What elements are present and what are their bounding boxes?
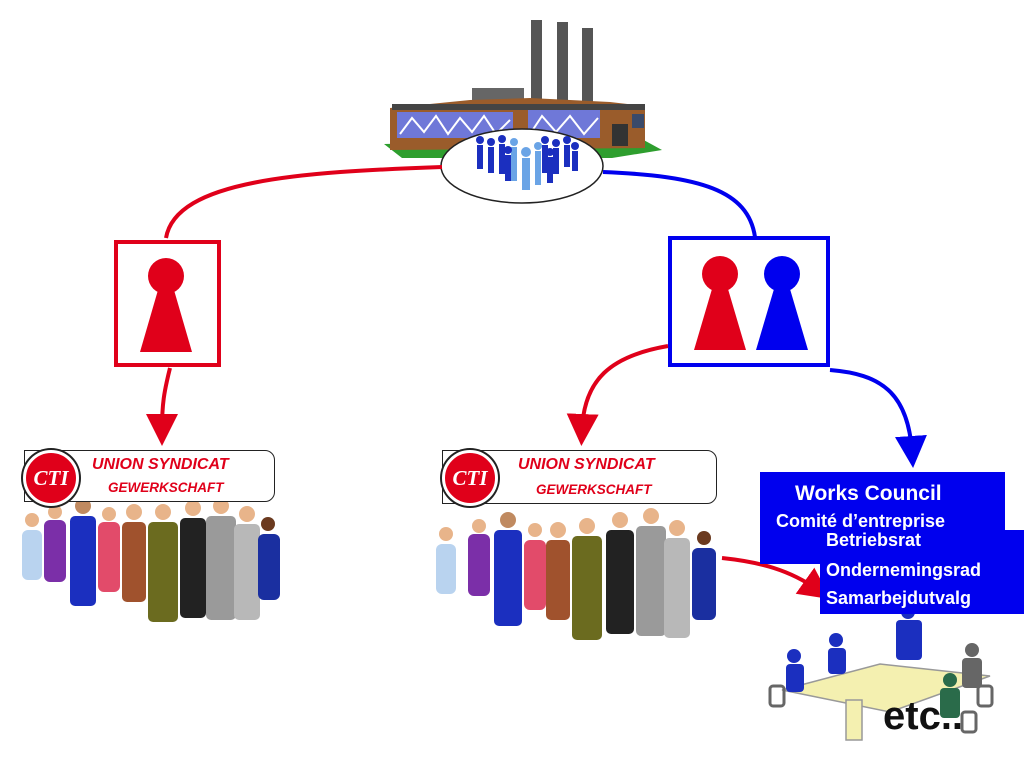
arrow-union-to-meeting: [721, 556, 832, 600]
union-title: UNION SYNDICAT: [92, 456, 229, 473]
people-group-icon: [436, 508, 716, 640]
works-council-label: Ondernemingsrad: [820, 560, 1024, 588]
union-subtitle: GEWERKSCHAFT: [108, 480, 224, 495]
works-council-label: Betriebsrat: [820, 530, 1024, 560]
arrow-to-left-union: [146, 367, 179, 446]
person-pawn-icon: [694, 256, 746, 350]
etc-label: etc..: [883, 694, 964, 738]
person-pawn-icon: [756, 256, 808, 350]
red-connector-left: [164, 165, 443, 239]
union-title: UNION SYNDICAT: [518, 456, 655, 473]
works-council-label: Comité d’entreprise: [776, 511, 946, 532]
arrow-to-works-council: [829, 368, 927, 468]
person-pawn-icon: [140, 258, 192, 352]
cti-logo: CTI: [442, 450, 498, 506]
works-council-label: Samarbejdutvalg: [820, 588, 1024, 614]
works-council-label: Works Council: [795, 482, 942, 506]
blue-connector-right: [602, 170, 757, 238]
worker-crowd-icon: [440, 128, 604, 204]
arrow-to-right-union: [566, 344, 669, 446]
meeting-table-icon: [768, 605, 994, 741]
union-subtitle: GEWERKSCHAFT: [536, 482, 652, 497]
people-group-icon: [22, 498, 280, 622]
cti-logo: CTI: [23, 450, 79, 506]
